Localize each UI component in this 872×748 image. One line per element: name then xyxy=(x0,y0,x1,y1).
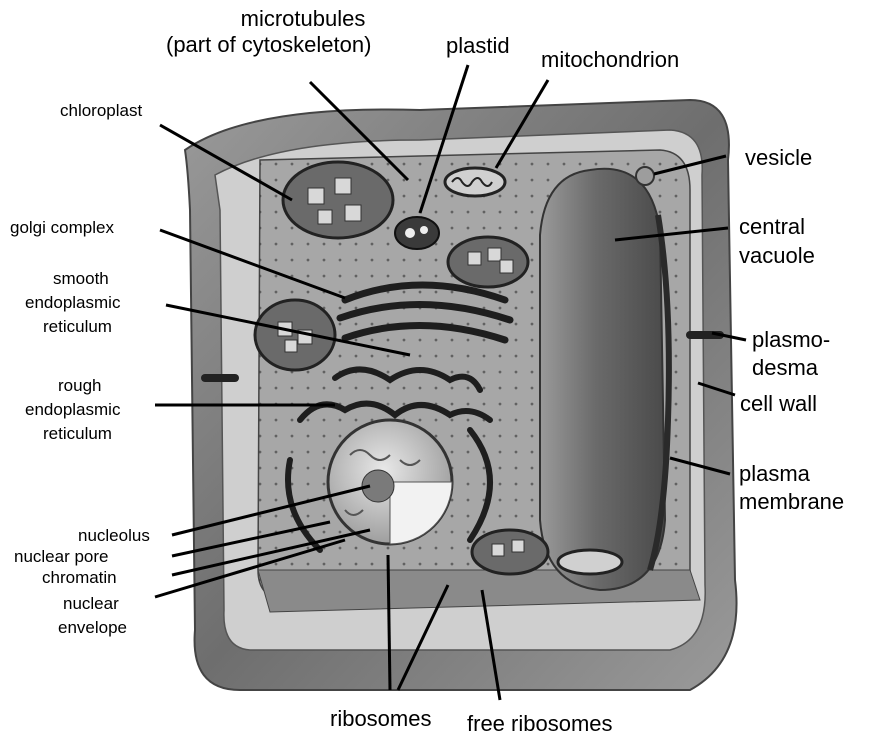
label-rough-er-2: endoplasmic xyxy=(25,400,120,420)
label-plasmodesma-1: plasmo- xyxy=(752,327,830,352)
label-cell-wall: cell wall xyxy=(740,391,817,416)
label-chloroplast: chloroplast xyxy=(60,101,142,121)
label-nuclear-envelope-2: envelope xyxy=(58,618,127,638)
chloroplast-bottom xyxy=(472,530,548,574)
label-microtubules-note: (part of cytoskeleton) xyxy=(166,32,371,57)
mitochondrion-top xyxy=(445,168,505,196)
label-nucleolus: nucleolus xyxy=(78,526,150,546)
vesicle xyxy=(636,167,654,185)
central-vacuole xyxy=(540,169,665,590)
label-plasma-membrane-2: membrane xyxy=(739,489,844,514)
label-central-vacuole-1: central xyxy=(739,214,805,239)
label-microtubules: microtubules xyxy=(208,6,398,31)
chloroplast-mid xyxy=(448,237,528,287)
label-free-ribosomes: free ribosomes xyxy=(467,711,613,736)
label-plasma-membrane-1: plasma xyxy=(739,461,810,486)
label-ribosomes: ribosomes xyxy=(330,706,431,731)
label-rough-er-1: rough xyxy=(58,376,101,396)
plastid-granule xyxy=(405,228,415,238)
leader-ribosomes-1 xyxy=(388,555,390,690)
mitochondrion-bottom xyxy=(558,550,622,574)
label-central-vacuole-2: vacuole xyxy=(739,243,815,268)
label-smooth-er-1: smooth xyxy=(53,269,109,289)
label-vesicle: vesicle xyxy=(745,145,812,170)
label-smooth-er-3: reticulum xyxy=(43,317,112,337)
plastid xyxy=(395,217,439,249)
label-plastid: plastid xyxy=(446,33,510,58)
chloroplast-top xyxy=(283,162,393,238)
label-chromatin: chromatin xyxy=(42,568,117,588)
label-nuclear-envelope-1: nuclear xyxy=(63,594,119,614)
label-nuclear-pore: nuclear pore xyxy=(14,547,109,567)
label-plasmodesma-2: desma xyxy=(752,355,818,380)
label-rough-er-3: reticulum xyxy=(43,424,112,444)
chloroplast-left xyxy=(255,300,335,370)
plastid-granule xyxy=(420,226,428,234)
label-smooth-er-2: endoplasmic xyxy=(25,293,120,313)
label-golgi-complex: golgi complex xyxy=(10,218,114,238)
label-mitochondrion: mitochondrion xyxy=(541,47,679,72)
